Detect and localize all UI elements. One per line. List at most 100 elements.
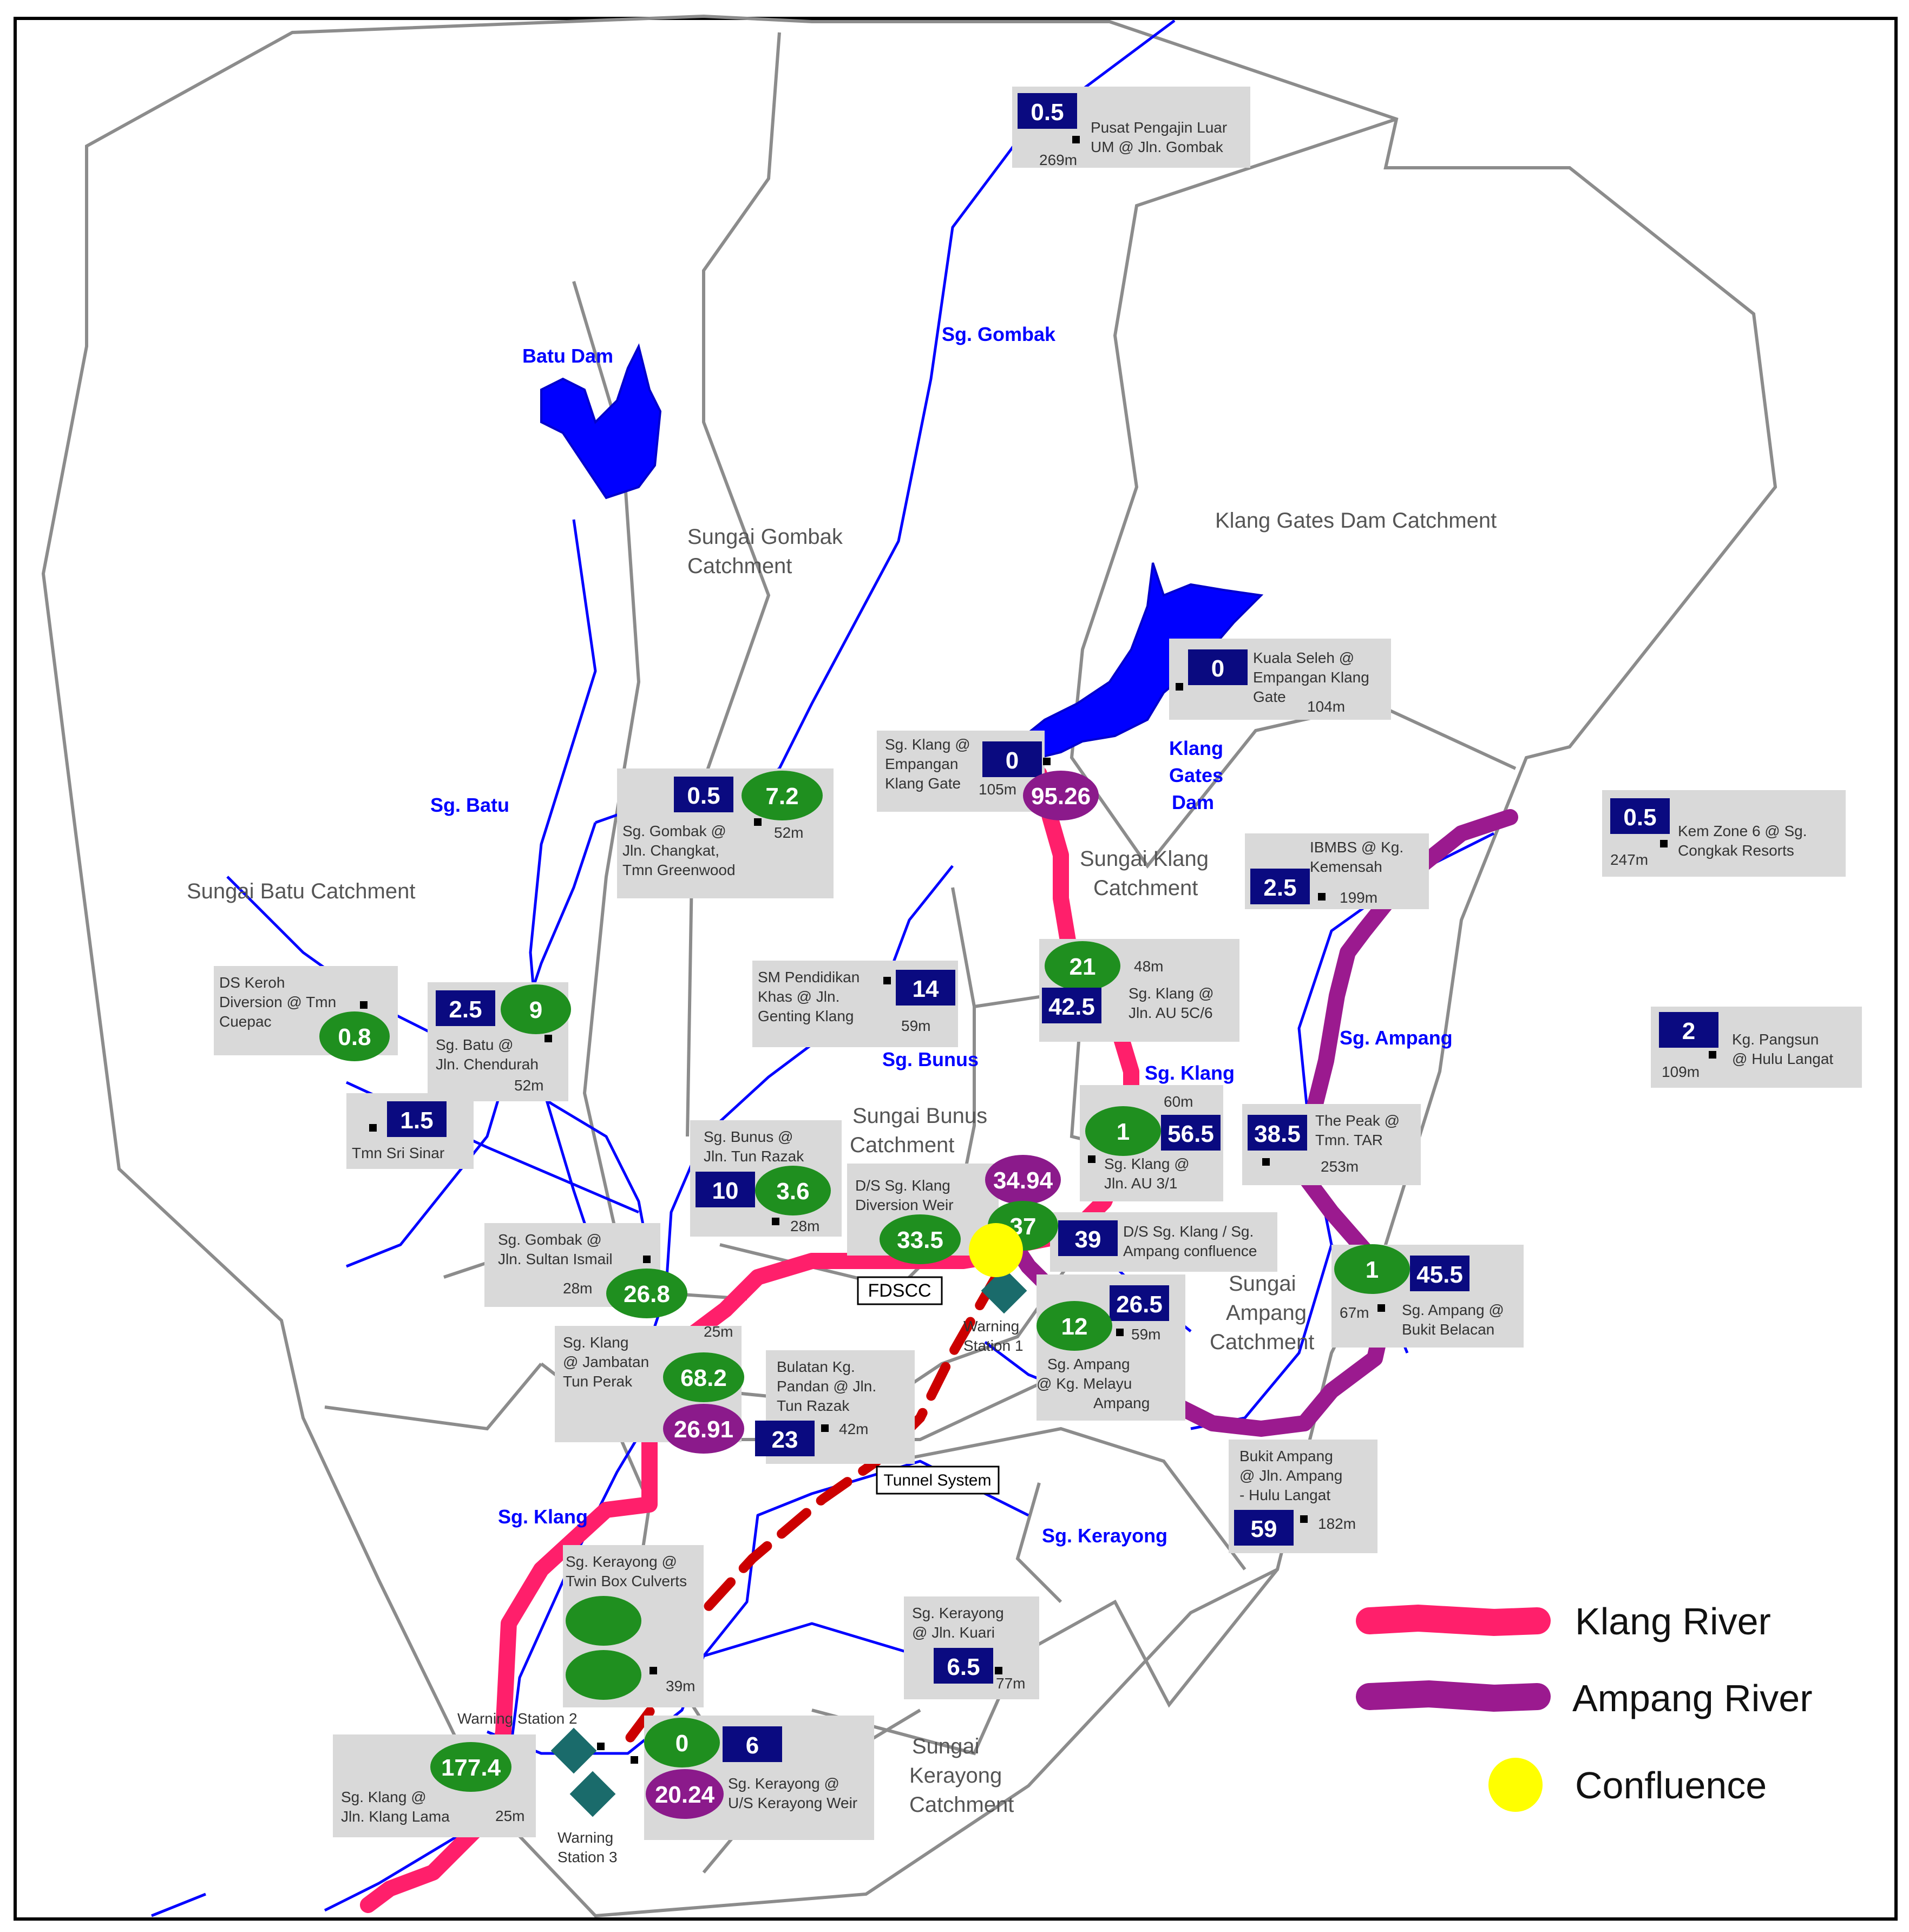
station-sg-gombak-sultan[interactable]: Sg. Gombak @Jln. Sultan Ismail 28m 26.8 bbox=[484, 1223, 687, 1318]
svg-text:Sg. Batu @Jln. Chendurah: Sg. Batu @Jln. Chendurah bbox=[436, 1036, 539, 1073]
station-point bbox=[1377, 1304, 1385, 1312]
flow-ellipse bbox=[742, 771, 823, 820]
station-point bbox=[597, 1743, 605, 1750]
station-sg-ampang-belacan[interactable]: 1 45.5 67m Sg. Ampang @Bukit Belacan bbox=[1331, 1244, 1524, 1348]
svg-text:Kg. Pangsun@ Hulu Langat: Kg. Pangsun@ Hulu Langat bbox=[1732, 1031, 1833, 1067]
station-sg-klang-au5[interactable]: 21 48m 42.5 Sg. Klang @Jln. AU 5C/6 bbox=[1039, 939, 1239, 1042]
catchment-label-klang-gates: Klang Gates Dam Catchment bbox=[1215, 509, 1497, 533]
svg-text:39: 39 bbox=[1075, 1226, 1101, 1253]
station-point bbox=[369, 1124, 377, 1132]
svg-text:Sg. Bunus @Jln. Tun Razak: Sg. Bunus @Jln. Tun Razak bbox=[704, 1128, 804, 1165]
flow-ellipse bbox=[1045, 941, 1120, 991]
station-point bbox=[360, 1001, 368, 1009]
svg-text:Klang River: Klang River bbox=[1575, 1600, 1771, 1642]
station-kg-pangsun[interactable]: 2 Kg. Pangsun@ Hulu Langat 109m bbox=[1651, 1007, 1862, 1088]
river-label-sg-bunus: Sg. Bunus bbox=[882, 1048, 979, 1070]
flow-ellipse bbox=[1334, 1244, 1410, 1294]
station-sg-klang-lama[interactable]: 177.4 Sg. Klang @Jln. Klang Lama 25m bbox=[333, 1734, 536, 1837]
flow-ellipse bbox=[1036, 1301, 1112, 1351]
flow-ellipse bbox=[644, 1718, 720, 1767]
river-label-sg-ampang: Sg. Ampang bbox=[1340, 1027, 1453, 1049]
svg-text:60m: 60m bbox=[1164, 1093, 1193, 1110]
rainfall-box bbox=[896, 970, 955, 1006]
svg-text:48m: 48m bbox=[1134, 958, 1163, 975]
river-label-sg-klang-east: Sg. Klang bbox=[1145, 1062, 1235, 1084]
svg-text:0: 0 bbox=[675, 1730, 688, 1757]
station-tmn-sri-sinar[interactable]: 1.5 Tmn Sri Sinar bbox=[346, 1093, 474, 1169]
station-kem-zone-6[interactable]: 0.5 Kem Zone 6 @ Sg.Congkak Resorts 247m bbox=[1602, 790, 1846, 877]
station-sg-kerayong-weir[interactable]: 0 6 20.24 Sg. Kerayong @U/S Kerayong Wei… bbox=[644, 1716, 874, 1840]
svg-text:1.5: 1.5 bbox=[400, 1107, 433, 1134]
station-point bbox=[1300, 1515, 1308, 1523]
svg-text:0.8: 0.8 bbox=[338, 1024, 371, 1050]
station-bulatan-pandan[interactable]: Bulatan Kg.Pandan @ Jln.Tun Razak 23 42m bbox=[755, 1350, 915, 1464]
flow-ellipse bbox=[430, 1742, 511, 1792]
svg-text:77m: 77m bbox=[996, 1675, 1025, 1692]
svg-text:D/S Sg. Klang / Sg.Ampang conf: D/S Sg. Klang / Sg.Ampang confluence bbox=[1123, 1223, 1257, 1259]
svg-text:23: 23 bbox=[772, 1427, 798, 1453]
flow-ellipse bbox=[566, 1596, 641, 1646]
svg-text:14: 14 bbox=[913, 976, 939, 1002]
warning-station-2[interactable]: Warning Station 2 bbox=[457, 1710, 638, 1774]
svg-text:Sg. Klang @Jln. Klang Lama: Sg. Klang @Jln. Klang Lama bbox=[341, 1789, 450, 1825]
svg-text:0: 0 bbox=[1006, 747, 1019, 774]
svg-text:59: 59 bbox=[1251, 1516, 1277, 1542]
svg-text:52m: 52m bbox=[514, 1077, 543, 1094]
legend-item-klang-river: Klang River bbox=[1356, 1600, 1771, 1642]
legend-item-confluence: Confluence bbox=[1488, 1758, 1767, 1812]
station-point bbox=[1116, 1329, 1124, 1336]
fdscc-marker[interactable]: FDSCC bbox=[857, 1276, 943, 1305]
station-sg-batu-chendurah[interactable]: 2.5 9 Sg. Batu @Jln. Chendurah 52m bbox=[428, 982, 571, 1101]
svg-text:25m: 25m bbox=[495, 1808, 524, 1824]
water-level-ellipse bbox=[646, 1769, 724, 1819]
station-point bbox=[754, 818, 762, 826]
station-sg-kerayong-kuari[interactable]: Sg. Kerayong@ Jln. Kuari 6.5 77m bbox=[904, 1596, 1039, 1699]
station-ibmbs[interactable]: IBMBS @ Kg.Kemensah 2.5 199m bbox=[1245, 833, 1429, 909]
confluence-point[interactable] bbox=[969, 1223, 1023, 1277]
svg-text:68.2: 68.2 bbox=[680, 1365, 727, 1391]
svg-text:10: 10 bbox=[712, 1178, 739, 1204]
station-sg-klang-au3[interactable]: 60m 1 56.5 Sg. Klang @Jln. AU 3/1 bbox=[1080, 1085, 1223, 1201]
station-point bbox=[650, 1667, 657, 1674]
river-label-sg-gombak: Sg. Gombak bbox=[942, 323, 1056, 345]
svg-text:0.5: 0.5 bbox=[1623, 804, 1656, 831]
station-bukit-ampang[interactable]: Bukit Ampang@ Jln. Ampang- Hulu Langat 5… bbox=[1229, 1440, 1377, 1553]
svg-text:20.24: 20.24 bbox=[655, 1782, 715, 1808]
svg-text:177.4: 177.4 bbox=[441, 1754, 501, 1781]
svg-text:1: 1 bbox=[1117, 1119, 1130, 1145]
svg-text:2.5: 2.5 bbox=[449, 996, 482, 1023]
svg-text:26.5: 26.5 bbox=[1116, 1291, 1163, 1318]
station-sg-kerayong-twinbox[interactable]: Sg. Kerayong @Twin Box Culverts 39m bbox=[563, 1545, 704, 1707]
rainfall-box bbox=[982, 741, 1042, 777]
rainfall-box bbox=[387, 1101, 447, 1137]
river-label-sg-batu: Sg. Batu bbox=[430, 794, 509, 816]
station-point bbox=[883, 977, 891, 984]
station-the-peak[interactable]: 38.5 The Peak @Tmn. TAR 253m bbox=[1242, 1104, 1421, 1185]
station-sg-gombak-changkat[interactable]: 0.5 7.2 52m Sg. Gombak @Jln. Changkat,Tm… bbox=[617, 768, 834, 898]
tunnel-system-marker[interactable]: Tunnel System bbox=[876, 1466, 1000, 1495]
water-level-ellipse bbox=[985, 1155, 1061, 1205]
svg-text:Warning Station 2: Warning Station 2 bbox=[457, 1710, 578, 1727]
rainfall-box bbox=[1161, 1115, 1221, 1151]
svg-text:Tmn Sri Sinar: Tmn Sri Sinar bbox=[352, 1145, 444, 1161]
legend-item-ampang-river: Ampang River bbox=[1356, 1677, 1813, 1719]
rainfall-box bbox=[1610, 798, 1670, 834]
station-sg-bunus-tunrazak[interactable]: Sg. Bunus @Jln. Tun Razak 10 3.6 28m bbox=[690, 1120, 842, 1237]
